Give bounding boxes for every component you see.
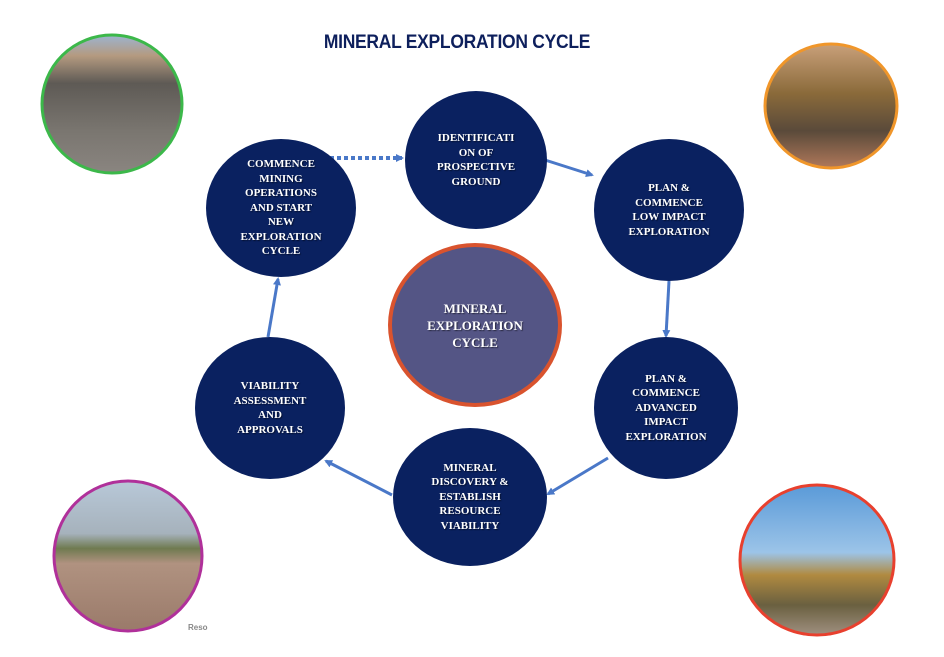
node-discovery-shape: [393, 428, 547, 566]
geologist-field-photo: [763, 42, 899, 170]
node-low-impact-shape: [594, 139, 744, 281]
node-mining-shape: [206, 139, 356, 277]
node-viability-shape: [195, 337, 345, 479]
diagram-title: MINERAL EXPLORATION CYCLE: [323, 32, 591, 53]
arrow-advanced-to-discovery: [546, 456, 609, 496]
center-node-shape: [388, 243, 562, 407]
node-commence-mining: COMMENCE MINING OPERATIONS AND START NEW…: [240, 158, 322, 258]
open-pit-mine-photo: [40, 33, 184, 175]
node-advanced-exploration: PLAN & COMMENCE ADVANCED IMPACT EXPLORAT…: [625, 372, 707, 443]
center-node: MINERAL EXPLORATION CYCLE: [427, 300, 523, 350]
node-viability-assessment: VIABILITY ASSESSMENT AND APPROVALS: [233, 380, 307, 436]
node-mineral-discovery: MINERAL DISCOVERY & ESTABLISH RESOURCE V…: [431, 461, 509, 532]
photo-caption: Reso: [188, 623, 208, 632]
drilling-rig-photo: [738, 483, 896, 637]
exploration-site-photo: [52, 479, 204, 633]
node-advanced-shape: [594, 337, 738, 479]
node-identification: IDENTIFICATI ON OF PROSPECTIVE GROUND: [436, 132, 516, 188]
node-identification-shape: [405, 91, 547, 229]
node-low-impact-exploration: PLAN & COMMENCE LOW IMPACT EXPLORATION: [628, 182, 710, 238]
arrow-discovery-to-viability: [324, 459, 393, 497]
arrow-viability-to-mining: [266, 277, 281, 338]
arrow-low-impact-to-advanced: [662, 280, 671, 338]
arrow-identification-to-low-impact: [544, 158, 594, 177]
